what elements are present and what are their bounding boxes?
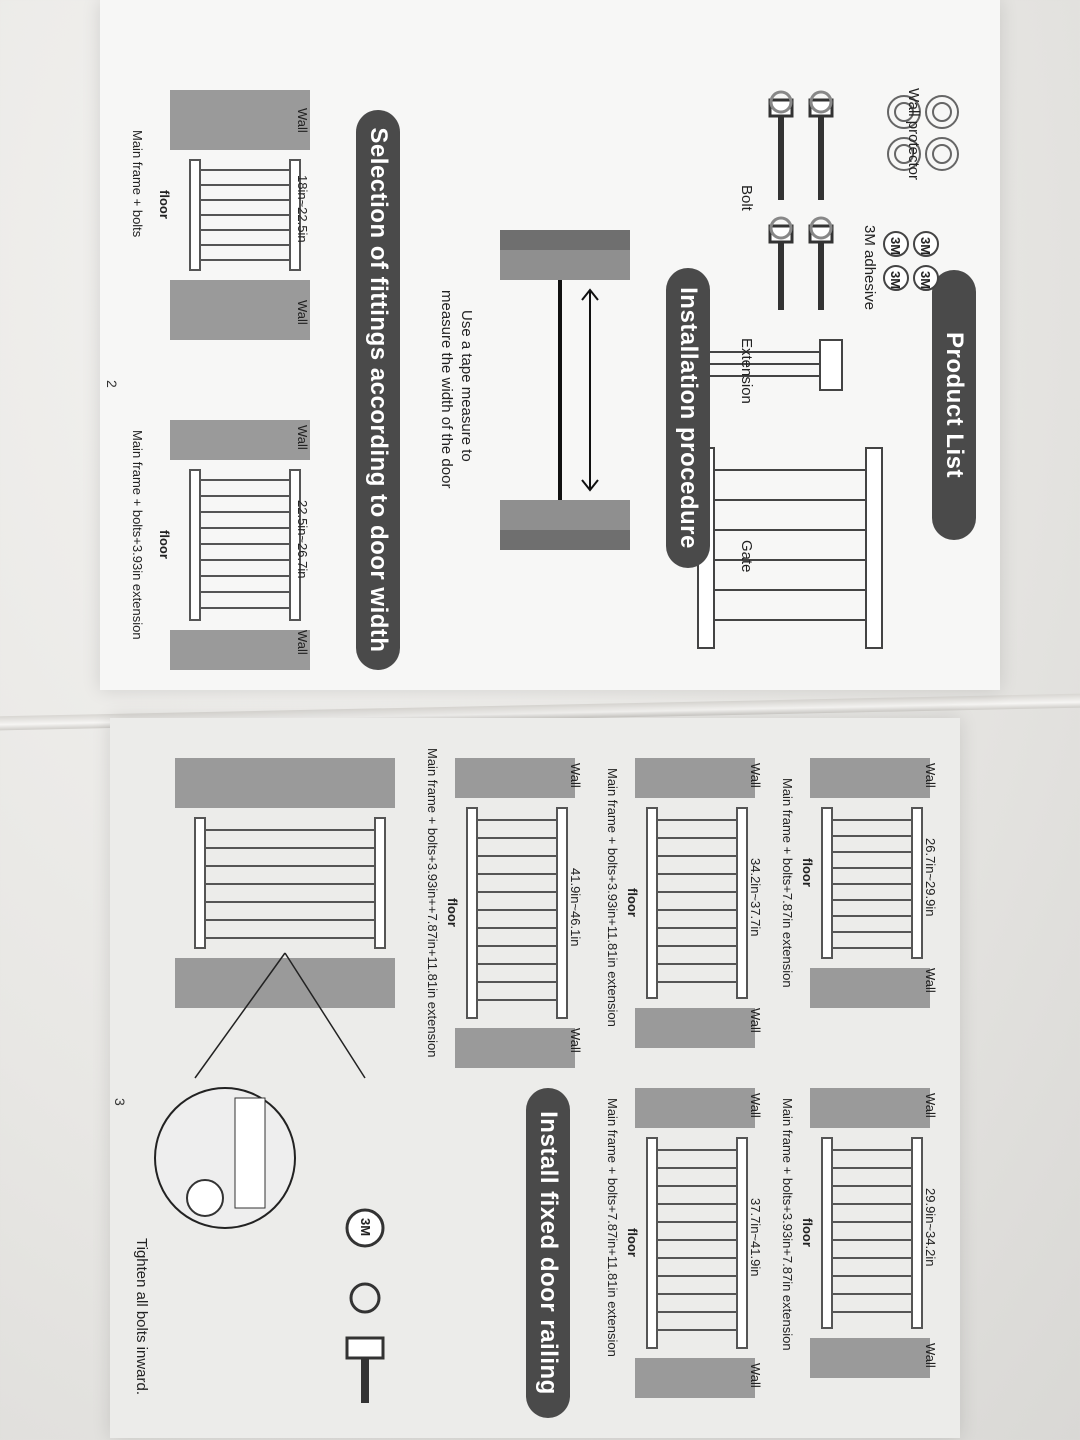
gate-diagram-26-29 bbox=[810, 758, 930, 1008]
wall-label: Wall bbox=[295, 300, 310, 325]
gate-caption: Main frame + bolts bbox=[130, 130, 145, 238]
wall-protector-icon bbox=[887, 95, 959, 171]
gate-diagram-34-37 bbox=[635, 758, 755, 1048]
page-number: 2 bbox=[104, 380, 120, 388]
floor-label: floor bbox=[625, 888, 640, 917]
wall-label: Wall bbox=[295, 630, 310, 655]
page-3: Wall 26.7in~29.9in Wall floor Main frame… bbox=[110, 718, 960, 1438]
gate-diagram-37-41 bbox=[635, 1088, 755, 1398]
range-label: 41.9in~46.1in bbox=[568, 868, 583, 947]
install-railing-banner: Install fixed door railing bbox=[526, 1088, 570, 1418]
range-label: 18in~22.5in bbox=[295, 175, 310, 243]
wall-label: Wall bbox=[568, 1028, 583, 1053]
range-label: 26.7in~29.9in bbox=[923, 838, 938, 917]
adhesive-mark: 3M bbox=[888, 271, 903, 290]
adhesive-mark: 3M bbox=[918, 271, 933, 290]
page-2: Product List Wall protector 3M 3M 3M 3M … bbox=[100, 0, 1000, 690]
wall-label: Wall bbox=[748, 1093, 763, 1118]
floor-label: floor bbox=[445, 898, 460, 927]
install-railing-diagram bbox=[154, 758, 395, 1403]
extension-label: Extension bbox=[738, 338, 755, 404]
wall-label: Wall bbox=[923, 763, 938, 788]
adhesive-mark: 3M bbox=[358, 1218, 373, 1237]
adhesive-mark: 3M bbox=[888, 237, 903, 256]
floor-label: floor bbox=[800, 858, 815, 887]
gate-caption: Main frame + bolts+3.93in+11.81in extens… bbox=[605, 768, 620, 1027]
range-label: 22.5in~26.7in bbox=[295, 500, 310, 579]
range-label: 34.2in~37.7in bbox=[748, 858, 763, 937]
wall-protector-label: Wall protector bbox=[905, 88, 922, 180]
installation-instruction-line1: Use a tape measure to bbox=[458, 310, 475, 462]
wall-label: Wall bbox=[568, 763, 583, 788]
gate-diagram-22-26 bbox=[170, 420, 310, 670]
floor-label: floor bbox=[157, 530, 172, 559]
bolt-label: Bolt bbox=[738, 185, 755, 211]
range-label: 37.7in~41.9in bbox=[748, 1198, 763, 1277]
tape-measure-diagram bbox=[500, 230, 630, 550]
installation-procedure-banner: Installation procedure bbox=[666, 268, 710, 568]
floor-label: floor bbox=[157, 190, 172, 219]
product-list-banner: Product List bbox=[932, 270, 976, 540]
bolt-icon bbox=[768, 90, 834, 310]
gate-diagram-29-34 bbox=[810, 1088, 930, 1378]
installation-instruction-line2: measure the width of the door bbox=[438, 290, 455, 489]
range-label: 29.9in~34.2in bbox=[923, 1188, 938, 1267]
gate-caption: Main frame + bolts+3.93in extension bbox=[130, 430, 145, 640]
gate-diagram-18-22 bbox=[170, 90, 310, 340]
wall-label: Wall bbox=[748, 1363, 763, 1388]
wall-label: Wall bbox=[748, 1008, 763, 1033]
gate-caption: Main frame + bolts+7.87in extension bbox=[780, 778, 795, 988]
wall-label: Wall bbox=[923, 1093, 938, 1118]
gate-caption: Main frame + bolts+3.93in++7.87in+11.81i… bbox=[425, 748, 440, 1058]
adhesive-icon bbox=[883, 231, 939, 291]
adhesive-label: 3M adhesive bbox=[861, 225, 878, 311]
adhesive-mark: 3M bbox=[918, 237, 933, 256]
gate-caption: Main frame + bolts+3.93in+7.87in extensi… bbox=[780, 1098, 795, 1351]
install-instruction: Tighten all bolts inward. bbox=[133, 1238, 150, 1396]
wall-label: Wall bbox=[295, 425, 310, 450]
gate-diagram-41-46 bbox=[455, 758, 575, 1068]
wall-label: Wall bbox=[295, 108, 310, 133]
page-number: 3 bbox=[112, 1098, 128, 1106]
selection-banner: Selection of fittings according to door … bbox=[356, 110, 400, 670]
wall-label: Wall bbox=[923, 1343, 938, 1368]
floor-label: floor bbox=[800, 1218, 815, 1247]
wall-label: Wall bbox=[923, 968, 938, 993]
floor-label: floor bbox=[625, 1228, 640, 1257]
gate-icon bbox=[697, 447, 883, 649]
gate-caption: Main frame + bolts+7.87in+11.81in extens… bbox=[605, 1098, 620, 1357]
wall-label: Wall bbox=[748, 763, 763, 788]
gate-label: Gate bbox=[738, 540, 755, 573]
